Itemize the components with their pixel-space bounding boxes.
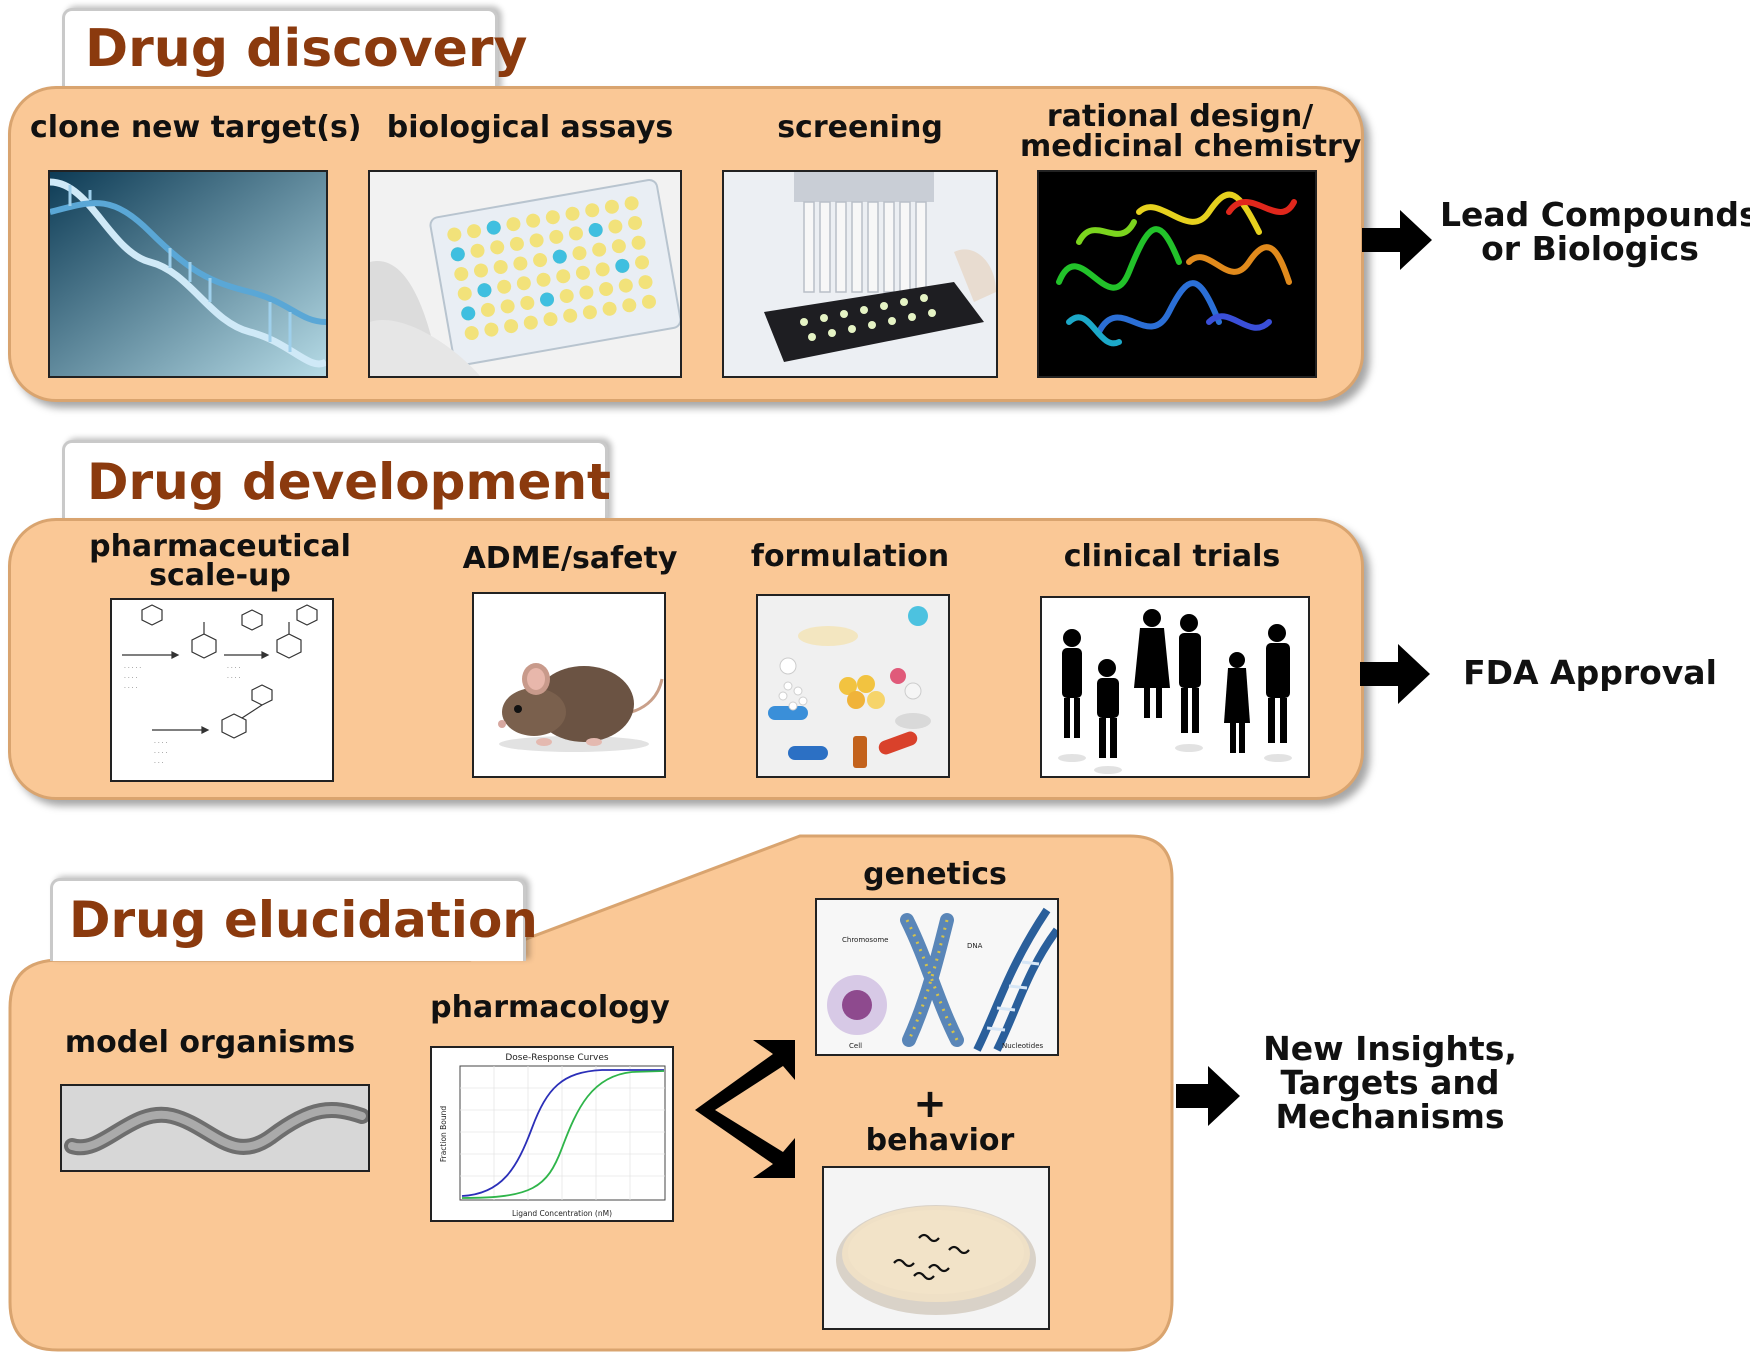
mouse-image xyxy=(472,592,666,778)
bidirectional-arrow xyxy=(695,1040,795,1178)
step-formulation-label: formulation xyxy=(750,539,950,574)
elucidation-output-line3: Mechanisms xyxy=(1275,1097,1505,1136)
step-clone-label: clone new target(s) xyxy=(30,110,362,145)
model-organisms-label: model organisms xyxy=(64,1025,356,1060)
svg-text:· · · · ·: · · · · · xyxy=(124,665,141,672)
discovery-tab: Drug discovery xyxy=(62,8,527,91)
development-output: FDA Approval xyxy=(1463,653,1717,692)
elucidation-tab: Drug elucidation xyxy=(50,878,538,961)
svg-text:· · · ·: · · · · xyxy=(124,675,137,682)
chemistry-scheme-image: · · · · · · · · · · · · · · · · · · · · · ·… xyxy=(110,598,334,782)
discovery-output-line2: or Biologics xyxy=(1481,229,1699,268)
genetics-chromosome-label: Chromosome xyxy=(842,936,889,944)
step-assays-label: biological assays xyxy=(386,110,674,145)
discovery-arrow xyxy=(1362,210,1432,270)
elucidation-arrow xyxy=(1176,1066,1240,1126)
svg-text:· · · ·: · · · · xyxy=(227,665,240,672)
behavior-label: behavior xyxy=(865,1123,1015,1158)
step-scaleup-label-2: scale-up xyxy=(149,558,291,593)
step-scaleup-label-1: pharmaceutical xyxy=(89,529,351,564)
screening-pipette-image xyxy=(722,170,998,378)
svg-text:· · · ·: · · · · xyxy=(227,675,240,682)
svg-text:· · · ·: · · · · xyxy=(154,740,167,747)
chart-ylabel: Fraction Bound xyxy=(439,1106,448,1163)
discovery-output-line1: Lead Compounds xyxy=(1440,195,1750,234)
petri-dish-image xyxy=(822,1166,1050,1330)
genetics-cell-label: Cell xyxy=(849,1042,862,1050)
assay-plate-image xyxy=(368,170,682,378)
development-arrow xyxy=(1360,644,1430,704)
step-rational-label-1: rational design/ xyxy=(1046,99,1314,134)
step-screening-label: screening xyxy=(777,110,943,145)
pills-image xyxy=(756,594,950,778)
dna-helix-image xyxy=(48,170,328,378)
step-adme-label: ADME/safety xyxy=(462,541,678,576)
chart-title: Dose-Response Curves xyxy=(505,1053,609,1063)
genetics-dna-label: DNA xyxy=(967,942,983,950)
genetics-image: Chromosome DNA Cell Nucleotides xyxy=(815,898,1059,1056)
elucidation-output-line2: Targets and xyxy=(1280,1063,1500,1102)
step-clinical-label: clinical trials xyxy=(1063,539,1281,574)
dose-response-chart: Dose-Response Curves Ligand Concentratio… xyxy=(430,1046,674,1222)
protein-structure-image xyxy=(1037,170,1317,378)
step-rational-label-2: medicinal chemistry xyxy=(1020,129,1362,164)
chart-xlabel: Ligand Concentration (nM) xyxy=(512,1209,612,1218)
elucidation-title: Drug elucidation xyxy=(69,891,538,949)
discovery-title: Drug discovery xyxy=(85,19,528,79)
pharmacology-label: pharmacology xyxy=(430,990,670,1025)
svg-text:· · ·: · · · xyxy=(154,760,164,767)
development-title: Drug development xyxy=(87,453,611,511)
genetics-label: genetics xyxy=(863,857,1007,892)
plus-sign: + xyxy=(913,1081,947,1127)
elucidation-output-line1: New Insights, xyxy=(1263,1029,1517,1068)
development-tab: Drug development xyxy=(62,440,611,523)
svg-text:· · · ·: · · · · xyxy=(154,750,167,757)
people-silhouettes-image xyxy=(1040,596,1310,778)
genetics-nucleotides-label: Nucleotides xyxy=(1002,1042,1043,1050)
svg-text:· · · ·: · · · · xyxy=(124,685,137,692)
worm-image xyxy=(60,1084,370,1172)
